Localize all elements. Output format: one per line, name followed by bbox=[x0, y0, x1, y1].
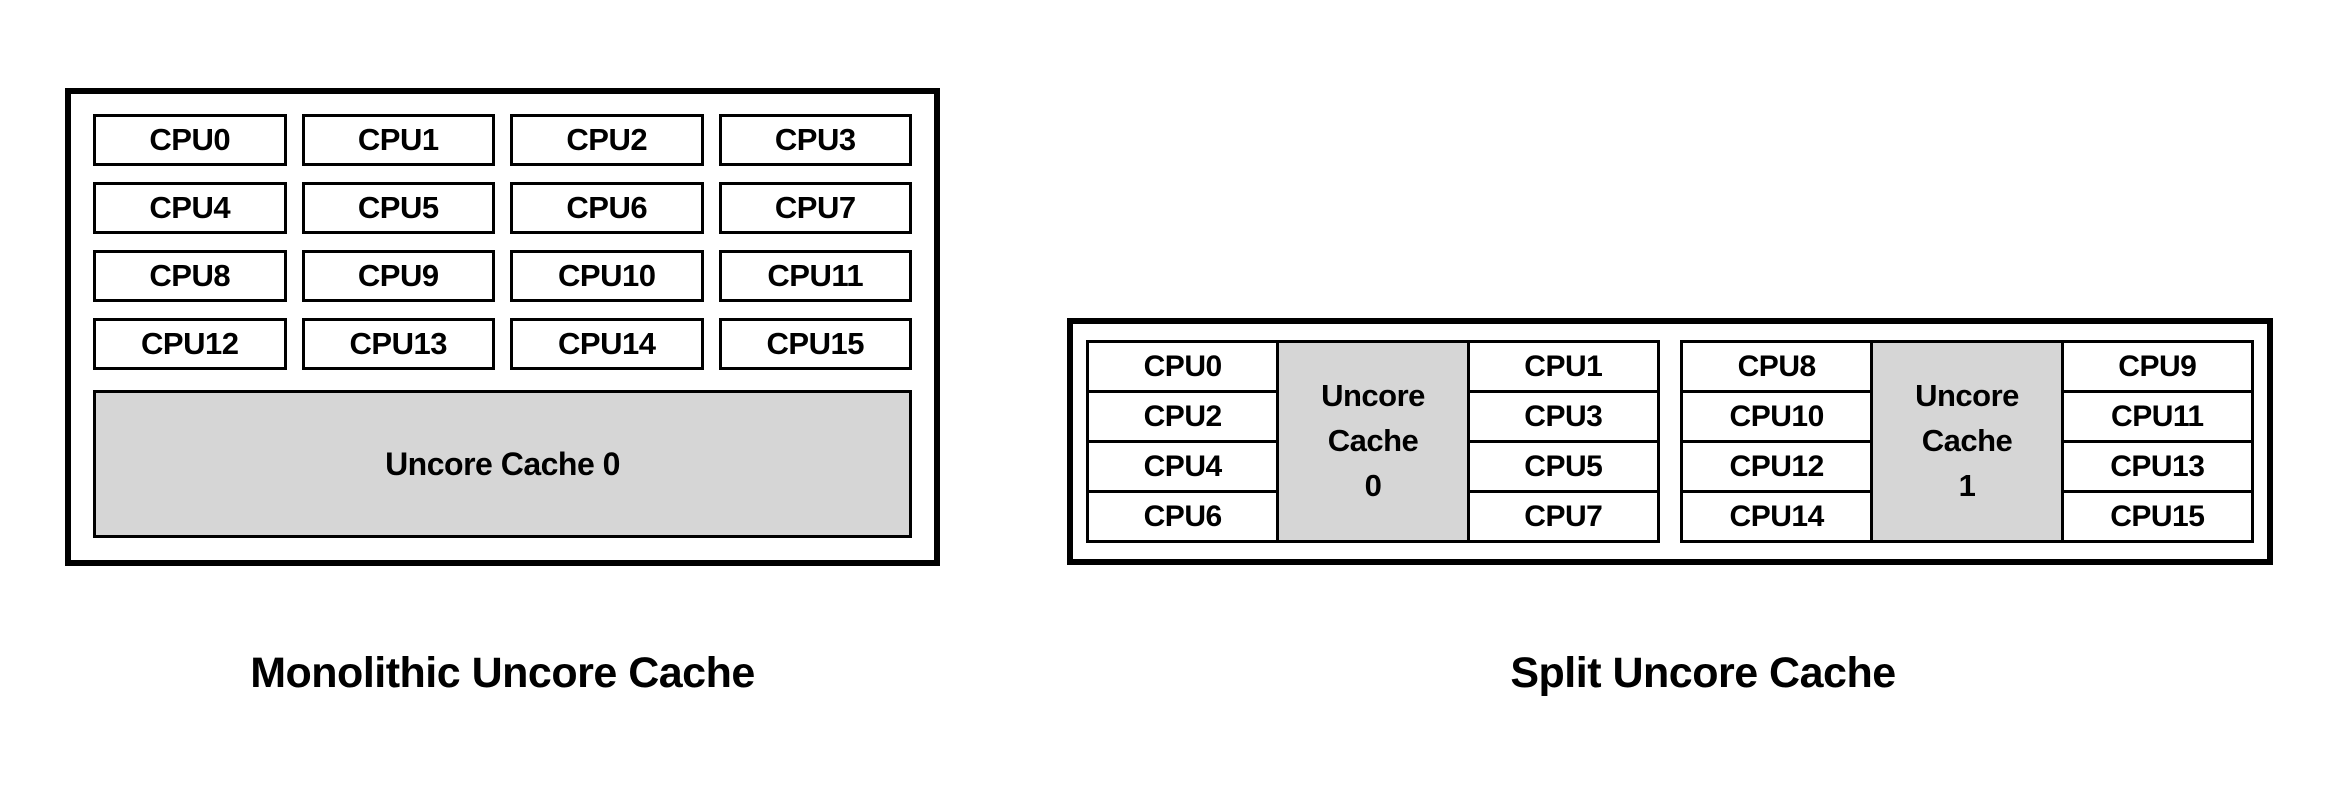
cpu-box-c1-l1: CPU10 bbox=[1683, 393, 1871, 440]
split-chip-box: CPU0 Uncore Cache 0 CPU1 CPU2 CPU3 CPU4 … bbox=[1067, 318, 2273, 565]
cpu-box-2: CPU2 bbox=[510, 114, 704, 166]
cpu-box-13: CPU13 bbox=[301, 318, 495, 370]
cpu-box-8: CPU8 bbox=[93, 250, 287, 302]
cpu-box-5: CPU5 bbox=[301, 182, 495, 234]
cpu-box-c1-l0: CPU8 bbox=[1683, 343, 1871, 390]
cpu-box-c0-l0: CPU0 bbox=[1089, 343, 1277, 390]
cpu-box-3: CPU3 bbox=[718, 114, 912, 166]
cpu-box-14: CPU14 bbox=[510, 318, 704, 370]
cpu-box-4: CPU4 bbox=[93, 182, 287, 234]
cpu-box-12: CPU12 bbox=[93, 318, 287, 370]
cpu-box-c1-r3: CPU15 bbox=[2063, 493, 2251, 540]
cpu-box-11: CPU11 bbox=[718, 250, 912, 302]
cpu-box-c1-l2: CPU12 bbox=[1683, 443, 1871, 490]
cpu-box-c0-l2: CPU4 bbox=[1089, 443, 1277, 490]
cpu-cluster-0: CPU0 Uncore Cache 0 CPU1 CPU2 CPU3 CPU4 … bbox=[1086, 340, 1660, 543]
uncore-cache-1-line-1: Uncore bbox=[1915, 378, 2019, 414]
cpu-box-c0-r1: CPU3 bbox=[1469, 393, 1657, 440]
uncore-cache-1-cell: Uncore Cache 1 bbox=[1873, 343, 2061, 540]
uncore-cache-0-line-1: Uncore bbox=[1321, 378, 1425, 414]
cpu-box-c1-l3: CPU14 bbox=[1683, 493, 1871, 540]
cpu-box-c0-l3: CPU6 bbox=[1089, 493, 1277, 540]
cpu-box-c0-l1: CPU2 bbox=[1089, 393, 1277, 440]
cpu-box-9: CPU9 bbox=[301, 250, 495, 302]
cpu-box-7: CPU7 bbox=[718, 182, 912, 234]
split-caption: Split Uncore Cache bbox=[1510, 648, 1896, 697]
cpu-box-c0-r2: CPU5 bbox=[1469, 443, 1657, 490]
cpu-cluster-1: CPU8 Uncore Cache 1 CPU9 CPU10 CPU11 CPU… bbox=[1680, 340, 2254, 543]
cpu-box-c0-r0: CPU1 bbox=[1469, 343, 1657, 390]
cpu-box-c1-r1: CPU11 bbox=[2063, 393, 2251, 440]
cpu-box-0: CPU0 bbox=[93, 114, 287, 166]
cpu-box-15: CPU15 bbox=[718, 318, 912, 370]
uncore-cache-1-line-3: 1 bbox=[1958, 467, 1976, 503]
uncore-cache-0-line-3: 0 bbox=[1364, 467, 1382, 503]
monolithic-caption: Monolithic Uncore Cache bbox=[250, 648, 755, 697]
uncore-cache-0-box: Uncore Cache 0 bbox=[93, 390, 912, 538]
cpu-box-1: CPU1 bbox=[301, 114, 495, 166]
cpu-box-c0-r3: CPU7 bbox=[1469, 493, 1657, 540]
cpu-box-6: CPU6 bbox=[510, 182, 704, 234]
uncore-cache-0-line-2: Cache bbox=[1327, 423, 1419, 459]
uncore-cache-0-cell: Uncore Cache 0 bbox=[1279, 343, 1467, 540]
cpu-box-c1-r2: CPU13 bbox=[2063, 443, 2251, 490]
monolithic-cpu-grid: CPU0 CPU1 CPU2 CPU3 CPU4 CPU5 CPU6 CPU7 … bbox=[93, 114, 912, 370]
cpu-box-10: CPU10 bbox=[510, 250, 704, 302]
monolithic-chip-box: CPU0 CPU1 CPU2 CPU3 CPU4 CPU5 CPU6 CPU7 … bbox=[65, 88, 940, 566]
cpu-box-c1-r0: CPU9 bbox=[2063, 343, 2251, 390]
uncore-cache-1-line-2: Cache bbox=[1921, 423, 2013, 459]
